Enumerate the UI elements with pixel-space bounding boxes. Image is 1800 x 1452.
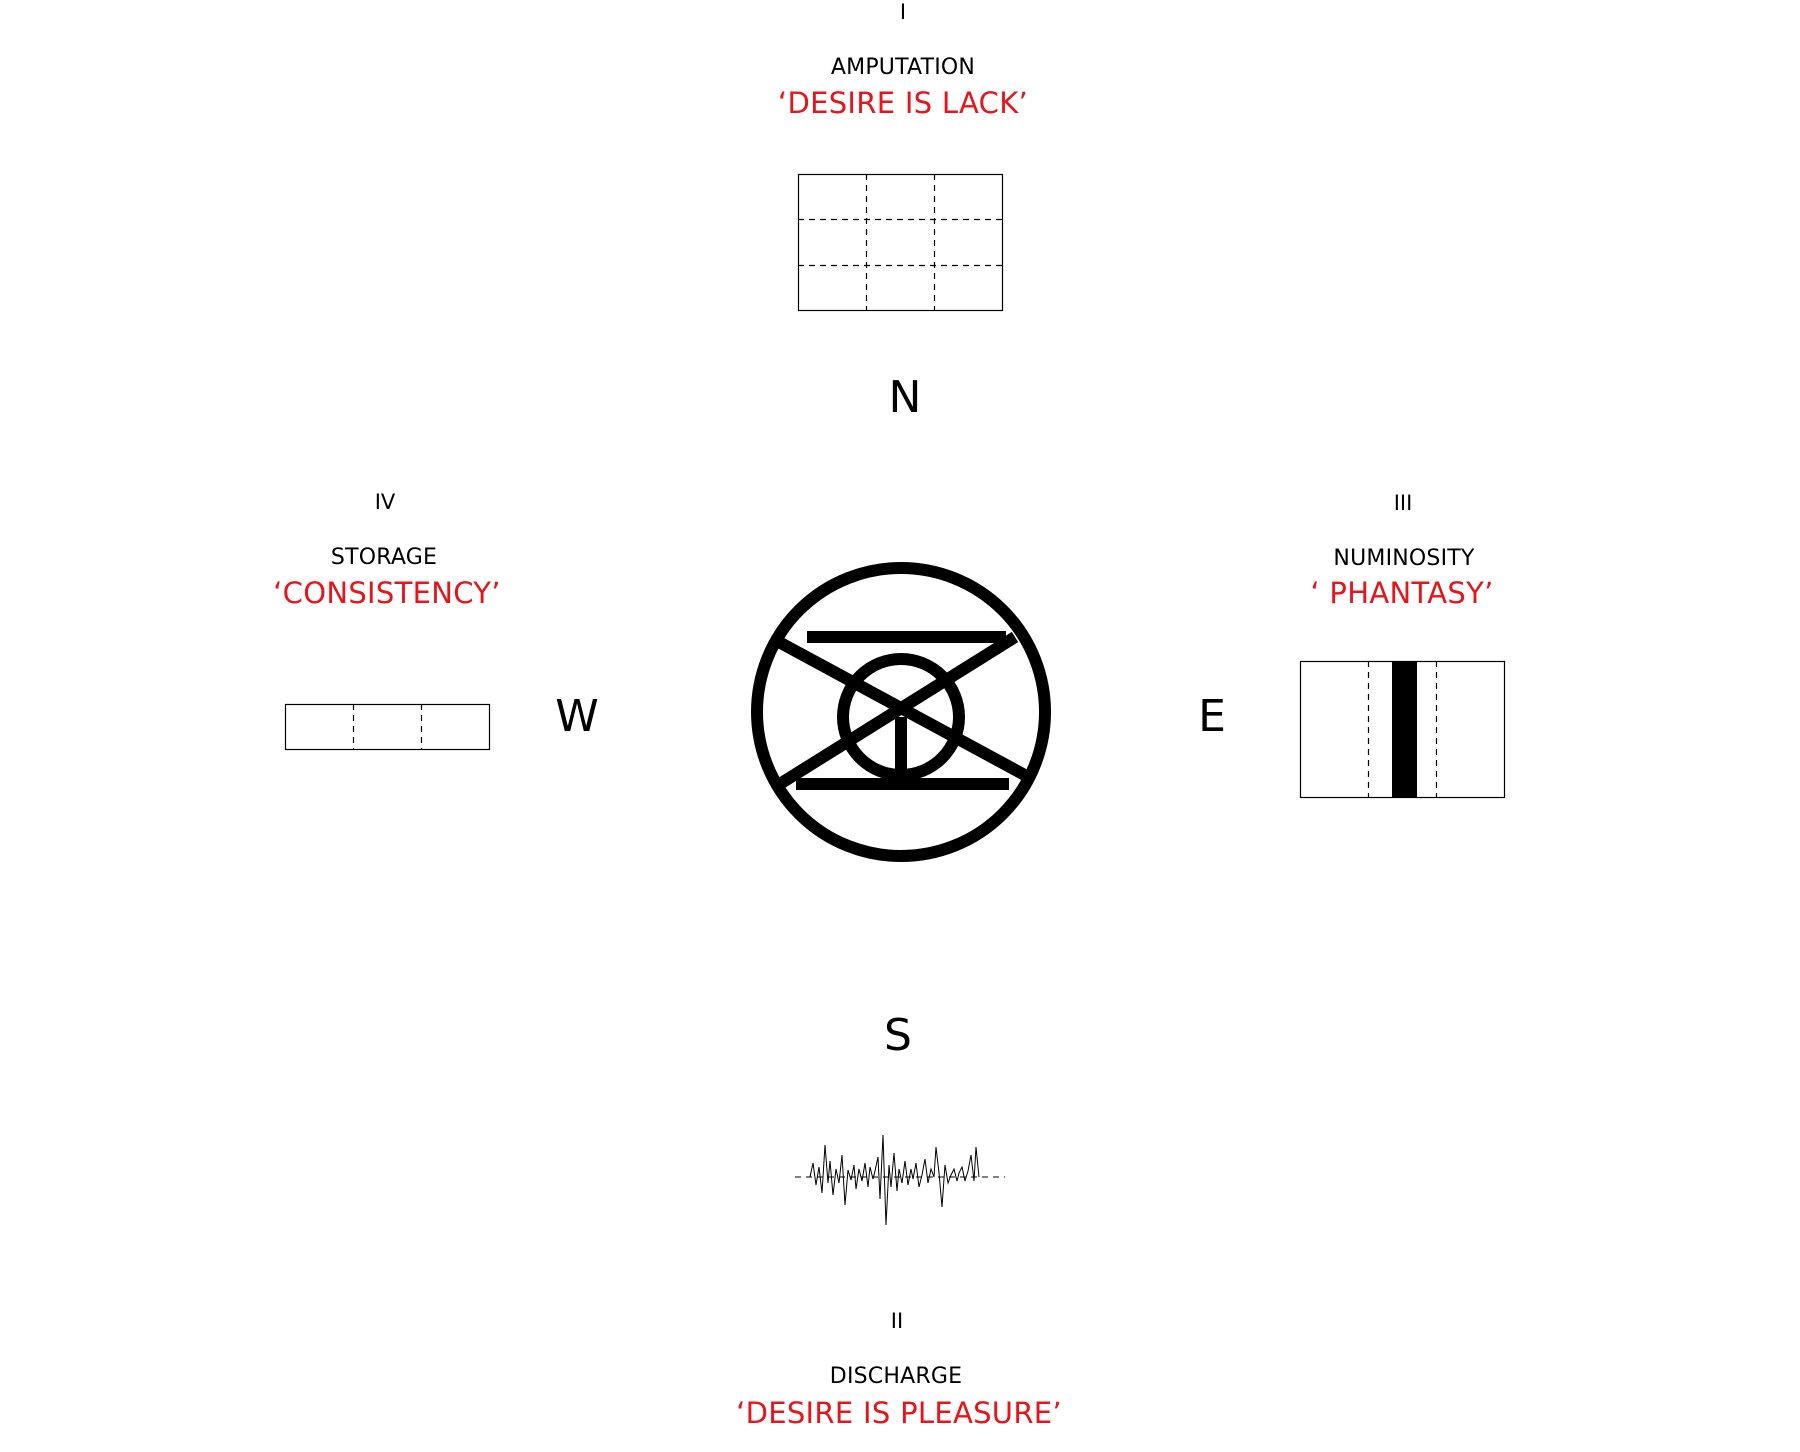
south-title: DISCHARGE xyxy=(829,1364,963,1389)
east-quote: ‘ PHANTASY’ xyxy=(1310,576,1494,610)
storage-box-icon xyxy=(284,703,491,751)
south-numeral: II xyxy=(890,1309,904,1333)
west-quote: ‘CONSISTENCY’ xyxy=(273,576,501,610)
west-numeral: IV xyxy=(374,490,396,514)
west-title: STORAGE xyxy=(330,545,438,570)
south-direction: S xyxy=(884,1010,912,1061)
amputation-grid-icon xyxy=(797,173,1004,312)
north-title: AMPUTATION xyxy=(830,55,976,80)
central-compass-symbol xyxy=(751,562,1051,862)
north-quote: ‘DESIRE IS LACK’ xyxy=(777,86,1029,120)
east-numeral: III xyxy=(1393,491,1413,515)
north-direction: N xyxy=(888,372,922,423)
discharge-waveform-icon xyxy=(795,1134,1005,1226)
numinosity-bar-icon xyxy=(1299,660,1506,799)
west-direction: W xyxy=(555,691,599,742)
south-quote: ‘DESIRE IS PLEASURE’ xyxy=(736,1396,1062,1430)
north-numeral: I xyxy=(899,0,907,24)
east-title: NUMINOSITY xyxy=(1333,546,1475,571)
east-direction: E xyxy=(1198,691,1226,742)
